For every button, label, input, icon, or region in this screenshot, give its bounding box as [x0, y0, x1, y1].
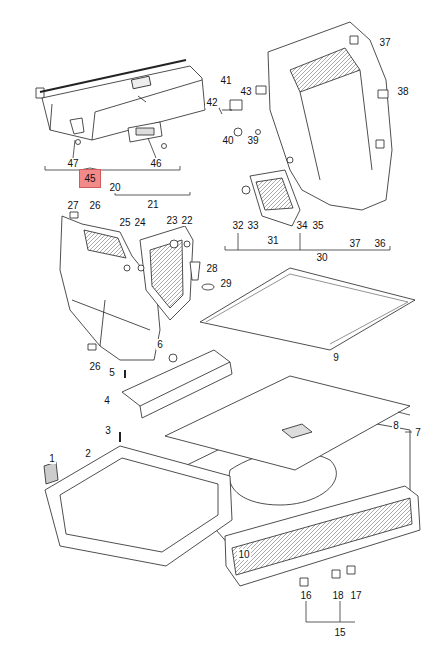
callout-number: 8: [392, 420, 400, 431]
callout-number: 31: [266, 235, 279, 246]
callout-number: 10: [237, 549, 250, 560]
callout-number: 22: [180, 215, 193, 226]
callout-number: 16: [299, 590, 312, 601]
callout-number: 24: [133, 217, 146, 228]
callout-number: 47: [66, 158, 79, 169]
callout-number: 33: [246, 220, 259, 231]
callout-number: 20: [108, 182, 121, 193]
callout-number: 36: [373, 238, 386, 249]
callout-number: 5: [108, 367, 116, 378]
callout-number: 30: [315, 252, 328, 263]
right-side-trim: [218, 22, 392, 250]
callout-number: 45: [84, 173, 95, 184]
callout-number: 43: [239, 86, 252, 97]
callout-number: 15: [333, 627, 346, 638]
callout-number: 7: [414, 427, 422, 438]
callout-number: 4: [103, 395, 111, 406]
callout-number: 28: [205, 263, 218, 274]
callout-number: 34: [295, 220, 308, 231]
callout-number: 23: [165, 215, 178, 226]
callout-number: 6: [156, 339, 164, 350]
sill-cover: [225, 486, 420, 622]
callout-number: 18: [331, 590, 344, 601]
callout-number: 26: [88, 361, 101, 372]
callout-number: 46: [149, 158, 162, 169]
highlight-box: 45: [79, 169, 101, 188]
callout-number: 2: [84, 448, 92, 459]
callout-number: 39: [246, 135, 259, 146]
callout-number: 32: [231, 220, 244, 231]
callout-number: 42: [205, 97, 218, 108]
callout-number: 26: [88, 200, 101, 211]
luggage-cover: [36, 60, 205, 149]
floor-mat: [200, 268, 415, 350]
callout-number: 21: [146, 199, 159, 210]
left-side-trim: [60, 192, 214, 360]
callout-number: 3: [104, 425, 112, 436]
callout-number: 9: [332, 352, 340, 363]
callout-number: 35: [311, 220, 324, 231]
callout-number: 37: [348, 238, 361, 249]
callout-number: 38: [396, 86, 409, 97]
callout-number: 29: [219, 278, 232, 289]
callout-number: 41: [219, 75, 232, 86]
callout-number: 17: [349, 590, 362, 601]
luggage-tray: [44, 446, 232, 566]
callout-number: 25: [118, 217, 131, 228]
callout-number: 37: [378, 37, 391, 48]
callout-number: 40: [221, 135, 234, 146]
callout-number: 1: [48, 453, 56, 464]
callout-number: 27: [66, 200, 79, 211]
